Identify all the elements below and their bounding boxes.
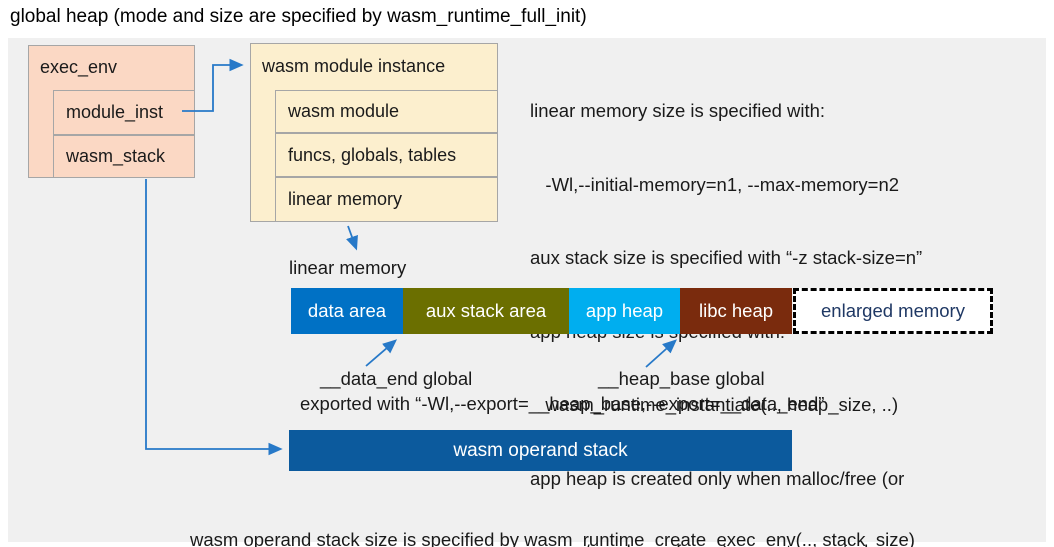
- module-inst-label: module_inst: [66, 102, 164, 122]
- linear-memory-row: linear memory: [275, 177, 498, 222]
- wasm-stack-box: wasm_stack: [53, 135, 195, 178]
- diagram-title: global heap (mode and size are specified…: [10, 6, 587, 27]
- segment-app-heap: app heap: [569, 288, 680, 334]
- note-line: wasm_runtime_instantiate(.., heap_size, …: [530, 394, 899, 415]
- wasm-stack-label: wasm_stack: [66, 146, 166, 166]
- note-line: __new/__release for as) are not exported: [530, 540, 922, 547]
- funcs-globals-tables-row: funcs, globals, tables: [275, 133, 498, 177]
- heap-base-global-label: __heap_base global: [598, 368, 765, 389]
- segment-libc-heap: libc heap: [680, 288, 792, 334]
- wasm-module-label: wasm module: [288, 101, 400, 121]
- exported-with-label: exported with “-Wl,--export=__heap_base,…: [300, 393, 825, 414]
- funcs-globals-tables-label: funcs, globals, tables: [288, 144, 457, 165]
- note-line: app heap is created only when malloc/fre…: [530, 467, 905, 489]
- note-line: aux stack size is specified with “-z sta…: [530, 247, 923, 268]
- wasm-module-instance-label: wasm module instance: [262, 56, 446, 76]
- module-inst-box: module_inst: [53, 90, 195, 135]
- data-end-global-label: __data_end global: [320, 368, 473, 389]
- exec-env-label: exec_env: [40, 57, 118, 77]
- footer-block: wasm operand stack size is specified by …: [190, 479, 915, 547]
- linear-memory-row-label: linear memory: [288, 189, 403, 209]
- segment-enlarged-memory: enlarged memory: [793, 288, 993, 334]
- wasm-operand-stack-bar: wasm operand stack: [289, 430, 792, 471]
- footer-line: wasm operand stack size is specified by …: [190, 529, 915, 547]
- wasm-module-row: wasm module: [275, 90, 498, 133]
- note-line: -Wl,--initial-memory=n1, --max-memory=n2: [530, 173, 900, 195]
- segment-data-area: data area: [291, 288, 403, 334]
- segment-aux-stack-area: aux stack area: [403, 288, 569, 334]
- note-line: linear memory size is specified with:: [530, 100, 826, 121]
- linear-memory-bar-label: linear memory: [289, 257, 407, 278]
